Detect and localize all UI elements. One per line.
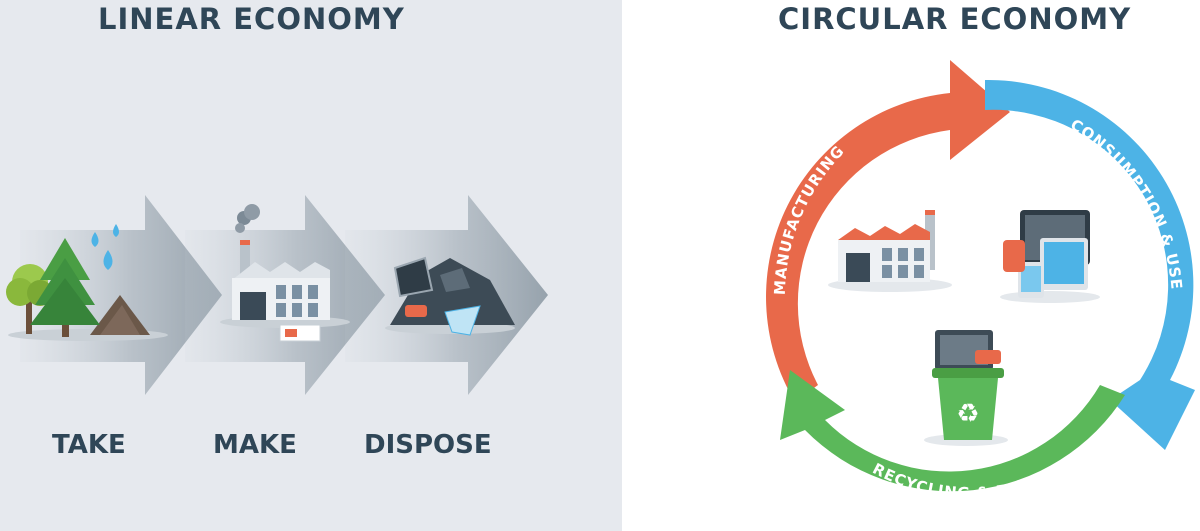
- consumption-use-arc: [985, 79, 1195, 451]
- linear-arrow-take: [20, 195, 222, 395]
- water-drops-icon: [91, 224, 119, 270]
- step-label-take: TAKE: [52, 430, 126, 460]
- recycle-bin-icon: ♻: [924, 330, 1008, 446]
- factory-icon: [220, 204, 350, 342]
- recycling-reuse-arc: [780, 370, 1125, 492]
- step-label-make: MAKE: [213, 430, 297, 460]
- trees-icon: [6, 238, 168, 341]
- recycle-symbol-icon: ♻: [956, 399, 979, 429]
- devices-icon: [1000, 210, 1100, 303]
- waste-pile-icon: [385, 256, 515, 336]
- step-label-dispose: DISPOSE: [364, 430, 492, 460]
- circular-economy-title: CIRCULAR ECONOMY: [778, 2, 1132, 36]
- linear-economy-title: LINEAR ECONOMY: [98, 2, 405, 36]
- circular-factory-icon: [828, 210, 952, 292]
